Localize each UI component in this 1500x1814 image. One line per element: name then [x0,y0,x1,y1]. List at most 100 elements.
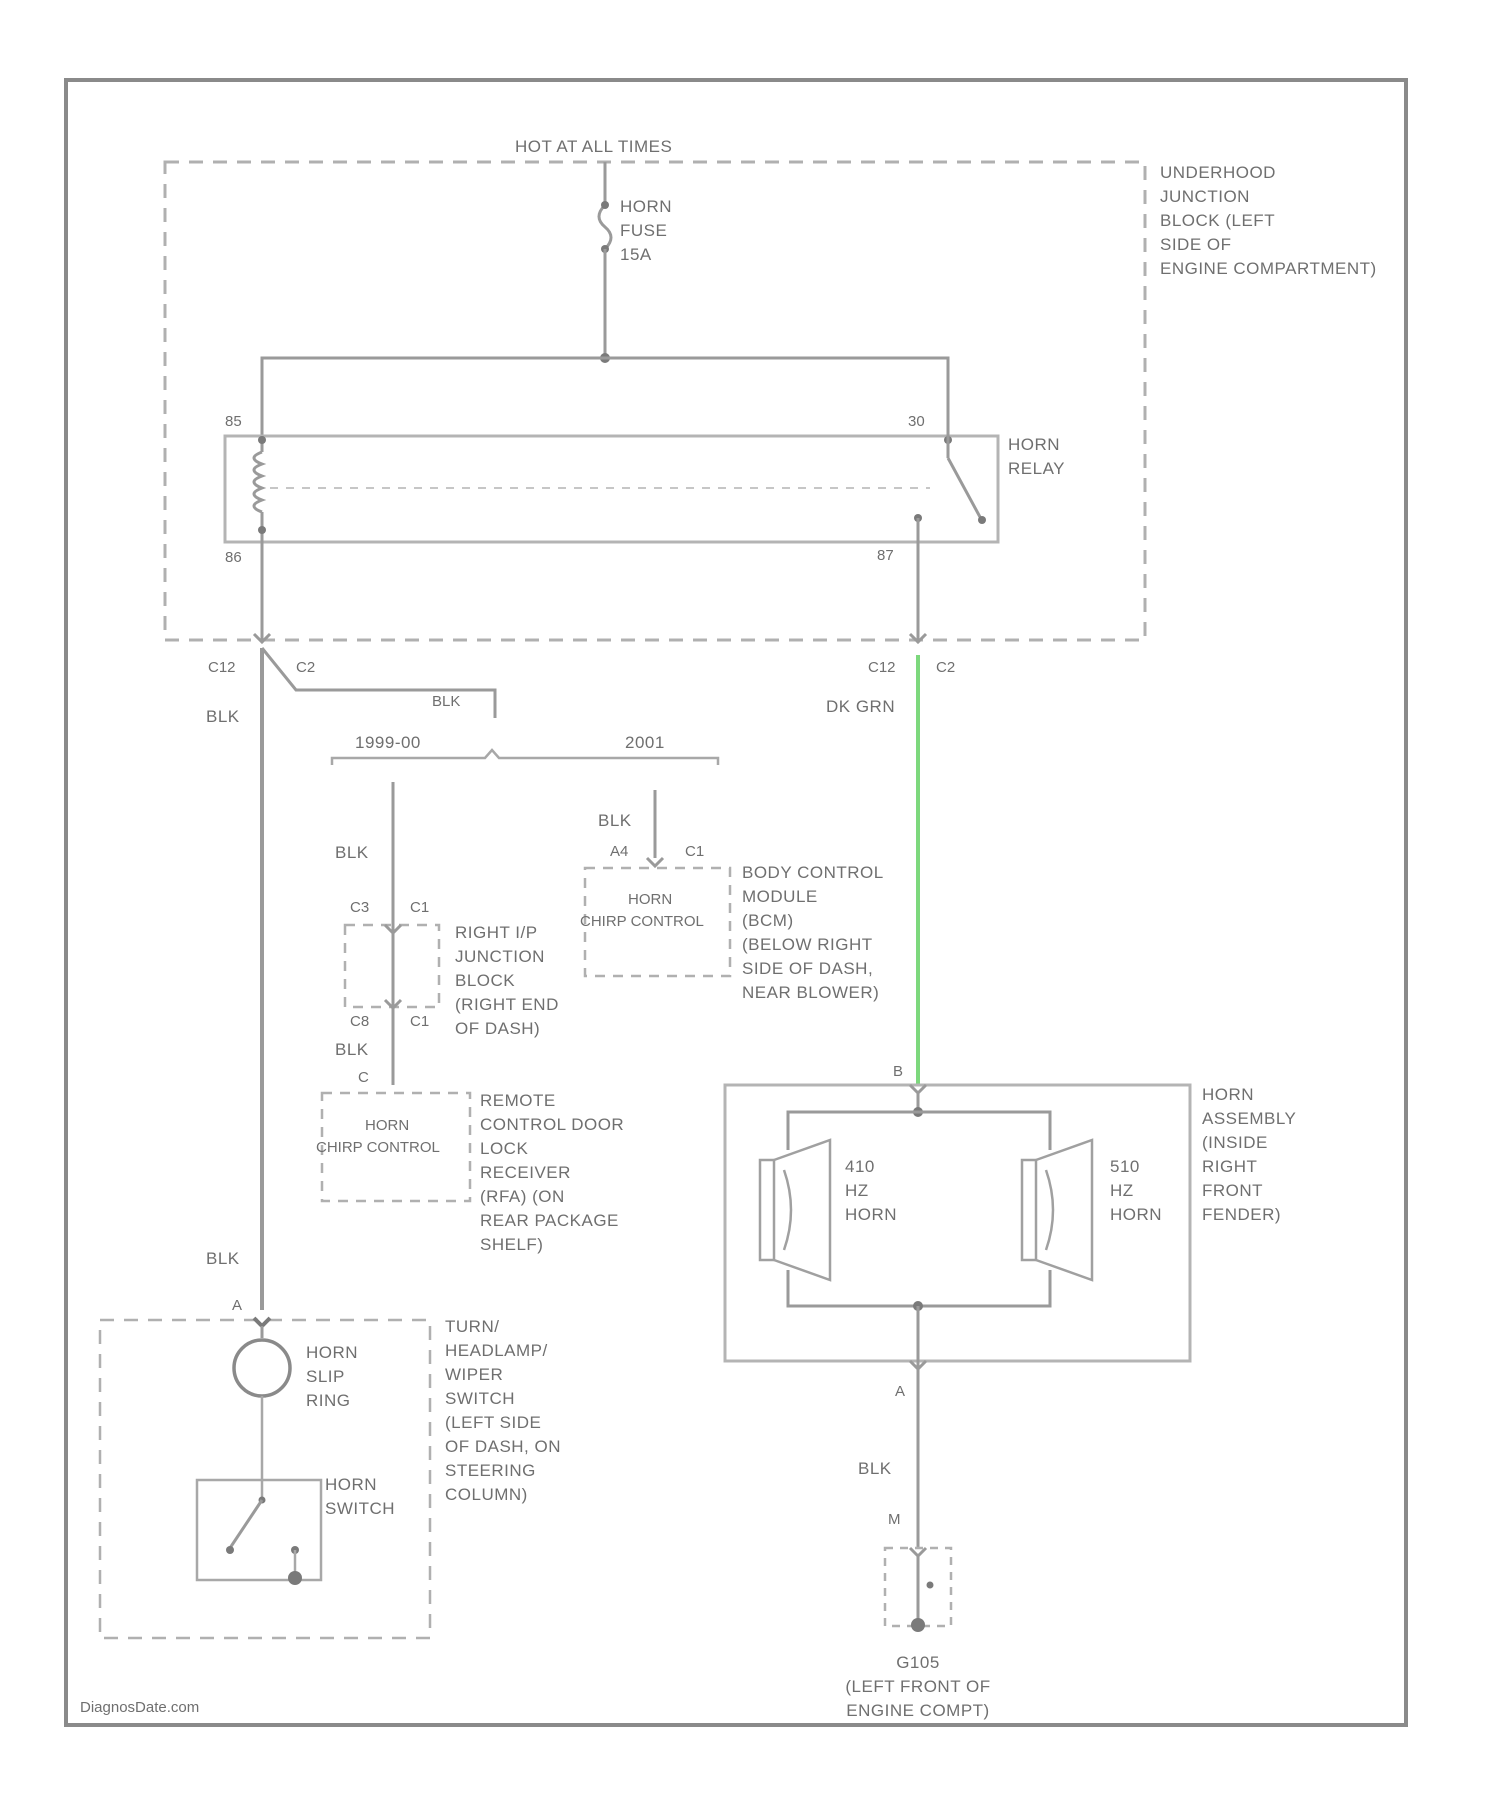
right-connector-c2: C2 [936,659,955,676]
horn-fuse-icon [599,205,611,249]
horn-switch-icon [230,1500,262,1548]
svg-text:LOCK: LOCK [480,1139,528,1158]
svg-text:C1: C1 [685,843,704,860]
svg-text:TURN/: TURN/ [445,1317,499,1336]
svg-text:HORN: HORN [365,1117,409,1134]
svg-text:G105: G105 [896,1653,940,1672]
bcm-horn-chirp-control: HORN CHIRP CONTROL [580,891,704,930]
svg-text:SWITCH: SWITCH [445,1389,515,1408]
relay-pin-85: 85 [225,413,242,430]
svg-text:510: 510 [1110,1157,1140,1176]
horn-410hz-icon [760,1140,830,1280]
svg-text:COLUMN): COLUMN) [445,1485,528,1504]
svg-text:NEAR BLOWER): NEAR BLOWER) [742,983,879,1002]
svg-text:WIPER: WIPER [445,1365,503,1384]
svg-text:BLOCK: BLOCK [455,971,515,990]
relay-pin-87: 87 [877,547,894,564]
svg-text:SWITCH: SWITCH [325,1499,395,1518]
svg-text:CHIRP CONTROL: CHIRP CONTROL [580,913,704,930]
svg-text:RIGHT: RIGHT [1202,1157,1257,1176]
svg-text:MODULE: MODULE [742,887,818,906]
relay-contact-icon [948,458,980,517]
svg-text:(BCM): (BCM) [742,911,794,930]
junction-block-label: UNDERHOOD JUNCTION BLOCK (LEFT SIDE OF E… [1160,163,1377,278]
blk-lower-wire-label: BLK [206,1249,240,1268]
svg-text:C: C [358,1069,369,1086]
svg-text:ASSEMBLY: ASSEMBLY [1202,1109,1296,1128]
dk-grn-wire-label: DK GRN [826,697,895,716]
svg-text:C1: C1 [410,1013,429,1030]
svg-text:15A: 15A [620,245,652,264]
horn-510hz-label: 510 HZ HORN [1110,1157,1162,1224]
horn-slip-ring-icon [234,1340,290,1396]
svg-text:A: A [895,1383,905,1400]
svg-text:HORN: HORN [325,1475,377,1494]
diagram-frame [66,80,1406,1725]
svg-text:HORN: HORN [1008,435,1060,454]
svg-text:M: M [888,1511,901,1528]
svg-text:HORN: HORN [306,1343,358,1362]
svg-text:410: 410 [845,1157,875,1176]
svg-text:BLK: BLK [598,811,632,830]
relay-pin-86: 86 [225,549,242,566]
relay-coil-icon [254,452,262,512]
svg-text:SLIP: SLIP [306,1367,345,1386]
svg-text:HORN: HORN [628,891,672,908]
svg-text:C8: C8 [350,1013,369,1030]
svg-text:HORN: HORN [845,1205,897,1224]
svg-text:(INSIDE: (INSIDE [1202,1133,1268,1152]
svg-text:ENGINE COMPARTMENT): ENGINE COMPARTMENT) [1160,259,1377,278]
hot-at-all-times-label: HOT AT ALL TIMES [515,137,672,156]
svg-text:A: A [232,1297,242,1314]
horn-slip-ring-label: HORN SLIP RING [306,1343,358,1410]
horn-410hz-label: 410 HZ HORN [845,1157,897,1224]
rcdlr-label: REMOTE CONTROL DOOR LOCK RECEIVER (RFA) … [480,1091,624,1254]
svg-text:(RIGHT END: (RIGHT END [455,995,559,1014]
ground-icon [911,1618,925,1632]
left-connector-c12: C12 [208,659,236,676]
horn-switch-box [197,1480,321,1580]
horn-fuse-label: HORN FUSE 15A [620,197,672,264]
svg-text:CONTROL DOOR: CONTROL DOOR [480,1115,624,1134]
svg-text:JUNCTION: JUNCTION [455,947,545,966]
svg-text:HORN: HORN [620,197,672,216]
horn-assembly-label: HORN ASSEMBLY (INSIDE RIGHT FRONT FENDER… [1202,1085,1296,1224]
blk-main-wire-label: BLK [206,707,240,726]
svg-text:B: B [893,1063,903,1080]
svg-text:OF DASH, ON: OF DASH, ON [445,1437,561,1456]
svg-text:C1: C1 [410,899,429,916]
svg-text:RIGHT I/P: RIGHT I/P [455,923,538,942]
svg-text:FUSE: FUSE [620,221,667,240]
svg-text:RING: RING [306,1391,351,1410]
svg-text:C3: C3 [350,899,369,916]
svg-text:SIDE OF DASH,: SIDE OF DASH, [742,959,873,978]
svg-text:BLOCK (LEFT: BLOCK (LEFT [1160,211,1275,230]
relay-pin-30: 30 [908,413,925,430]
year-variant-1999-00: 1999-00 [355,733,421,752]
svg-text:REAR PACKAGE: REAR PACKAGE [480,1211,619,1230]
svg-text:JUNCTION: JUNCTION [1160,187,1250,206]
svg-text:BLK: BLK [335,1040,369,1059]
svg-text:(BELOW RIGHT: (BELOW RIGHT [742,935,873,954]
turn-headlamp-wiper-switch-label: TURN/ HEADLAMP/ WIPER SWITCH (LEFT SIDE … [445,1317,561,1504]
svg-text:(RFA) (ON: (RFA) (ON [480,1187,565,1206]
svg-text:HEADLAMP/: HEADLAMP/ [445,1341,548,1360]
svg-text:HZ: HZ [845,1181,869,1200]
svg-text:CHIRP CONTROL: CHIRP CONTROL [316,1139,440,1156]
ground-g105-label: G105 (LEFT FRONT OF ENGINE COMPT) [845,1653,990,1720]
svg-text:ENGINE COMPT): ENGINE COMPT) [846,1701,989,1720]
svg-text:RELAY: RELAY [1008,459,1065,478]
svg-text:STEERING: STEERING [445,1461,536,1480]
right-connector-c12: C12 [868,659,896,676]
svg-text:HZ: HZ [1110,1181,1134,1200]
svg-text:OF DASH): OF DASH) [455,1019,540,1038]
svg-text:UNDERHOOD: UNDERHOOD [1160,163,1276,182]
svg-text:REMOTE: REMOTE [480,1091,556,1110]
horn-510hz-icon [1022,1140,1092,1280]
svg-text:BLK: BLK [335,843,369,862]
svg-text:HORN: HORN [1202,1085,1254,1104]
svg-text:(LEFT SIDE: (LEFT SIDE [445,1413,541,1432]
rcdlr-horn-chirp-control: HORN CHIRP CONTROL [316,1117,440,1156]
blk-ground-wire-label: BLK [858,1459,892,1478]
